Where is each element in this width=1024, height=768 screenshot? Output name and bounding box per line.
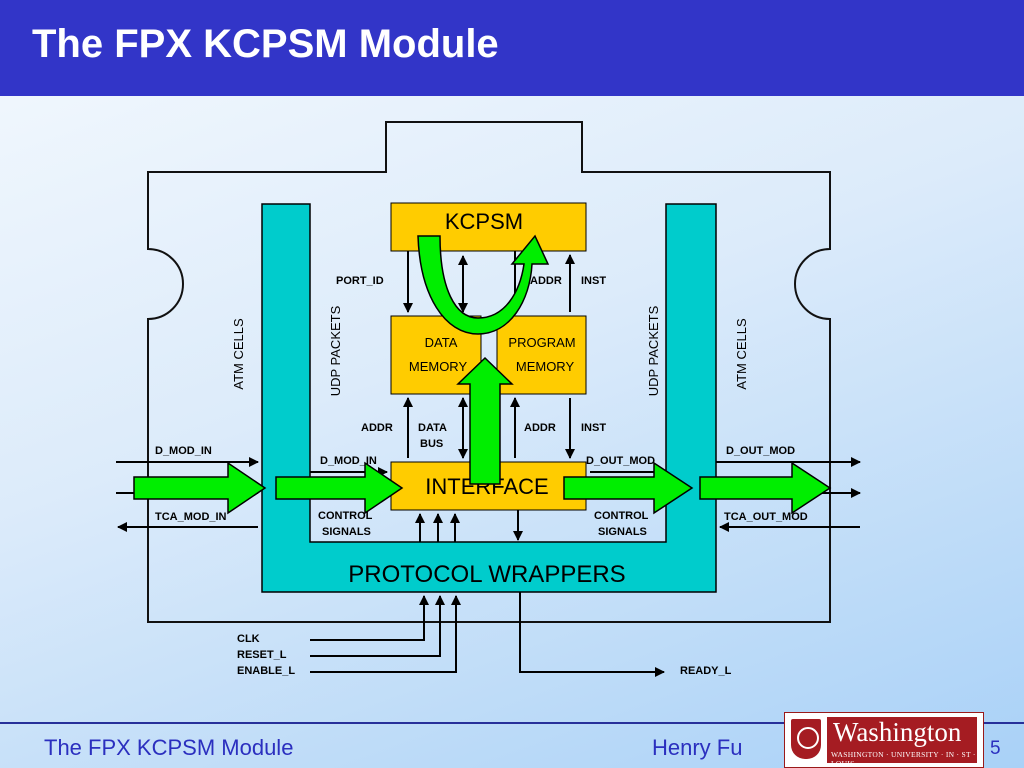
flow-arrow-4 <box>699 461 832 515</box>
footer-divider <box>0 722 1024 724</box>
addr-left-label: ADDR <box>361 422 393 434</box>
logo-wordmark: Washington <box>833 717 962 747</box>
addr-right-label: ADDR <box>524 422 556 434</box>
university-seal-icon <box>791 719 821 759</box>
port-id-label: PORT_ID <box>336 275 384 287</box>
program-memory-label-line2: MEMORY <box>516 359 575 374</box>
d-out-mod-inner-label: D_OUT_MOD <box>586 455 655 467</box>
kcpsm-label: KCPSM <box>445 209 523 234</box>
udp-packets-right-label: UDP PACKETS <box>646 305 661 396</box>
data-memory-label-line2: MEMORY <box>409 359 468 374</box>
addr-top-label: ADDR <box>530 275 562 287</box>
protocol-wrappers-shape <box>261 203 717 593</box>
data-bus-label-line2: BUS <box>420 438 443 450</box>
page-number: 5 <box>990 738 1001 759</box>
protocol-wrappers-label: PROTOCOL WRAPPERS <box>348 561 625 588</box>
page-title: The FPX KCPSM Module <box>32 22 499 66</box>
enable-l-label: ENABLE_L <box>237 665 295 677</box>
logo-subtitle: WASHINGTON · UNIVERSITY · IN · ST · LOUI… <box>831 750 976 768</box>
tca-mod-in-label: TCA_MOD_IN <box>155 511 227 523</box>
d-mod-in-outer-label: D_MOD_IN <box>155 445 212 457</box>
control-signals-left-line2: SIGNALS <box>322 526 371 538</box>
data-bus-label-line1: DATA <box>418 422 447 434</box>
footer-presenter: Henry Fu <box>652 735 743 760</box>
udp-packets-left-label: UDP PACKETS <box>328 305 343 396</box>
bottom-control-lines <box>310 592 665 677</box>
ready-l-label: READY_L <box>680 665 732 677</box>
logo-band <box>827 717 977 763</box>
reset-l-label: RESET_L <box>237 649 287 661</box>
module-outline <box>147 121 831 623</box>
washington-university-logo: Washington WASHINGTON · UNIVERSITY · IN … <box>784 712 984 768</box>
flow-arrow-3 <box>563 461 694 515</box>
clk-label: CLK <box>237 633 260 645</box>
flow-arrow-1 <box>133 461 267 515</box>
memory-interface-buses <box>403 397 575 459</box>
flow-arrow-curved <box>417 234 550 335</box>
control-signals-right-line2: SIGNALS <box>598 526 647 538</box>
flow-arrow-up <box>456 356 514 485</box>
atm-cells-left-label: ATM CELLS <box>231 318 246 390</box>
d-mod-in-inner-label: D_MOD_IN <box>320 455 377 467</box>
control-signal-lines <box>415 510 523 542</box>
footer-title: The FPX KCPSM Module <box>44 735 294 760</box>
data-memory-label-line1: DATA <box>425 335 458 350</box>
flow-arrow-2 <box>275 461 404 515</box>
control-signals-left-line1: CONTROL <box>318 510 373 522</box>
inst-right-label: INST <box>581 422 606 434</box>
title-bar: The FPX KCPSM Module <box>0 0 1024 96</box>
inst-top-label: INST <box>581 275 606 287</box>
program-memory-label-line1: PROGRAM <box>508 335 575 350</box>
control-signals-right-line1: CONTROL <box>594 510 649 522</box>
fpx-kcpsm-diagram: PROTOCOL WRAPPERS ATM CELLS UDP PACKETS … <box>116 121 861 677</box>
tca-out-mod-label: TCA_OUT_MOD <box>724 511 808 523</box>
atm-cells-right-label: ATM CELLS <box>734 318 749 390</box>
program-memory-box <box>496 315 587 395</box>
data-flow-arrows <box>133 234 832 515</box>
d-out-mod-outer-label: D_OUT_MOD <box>726 445 795 457</box>
